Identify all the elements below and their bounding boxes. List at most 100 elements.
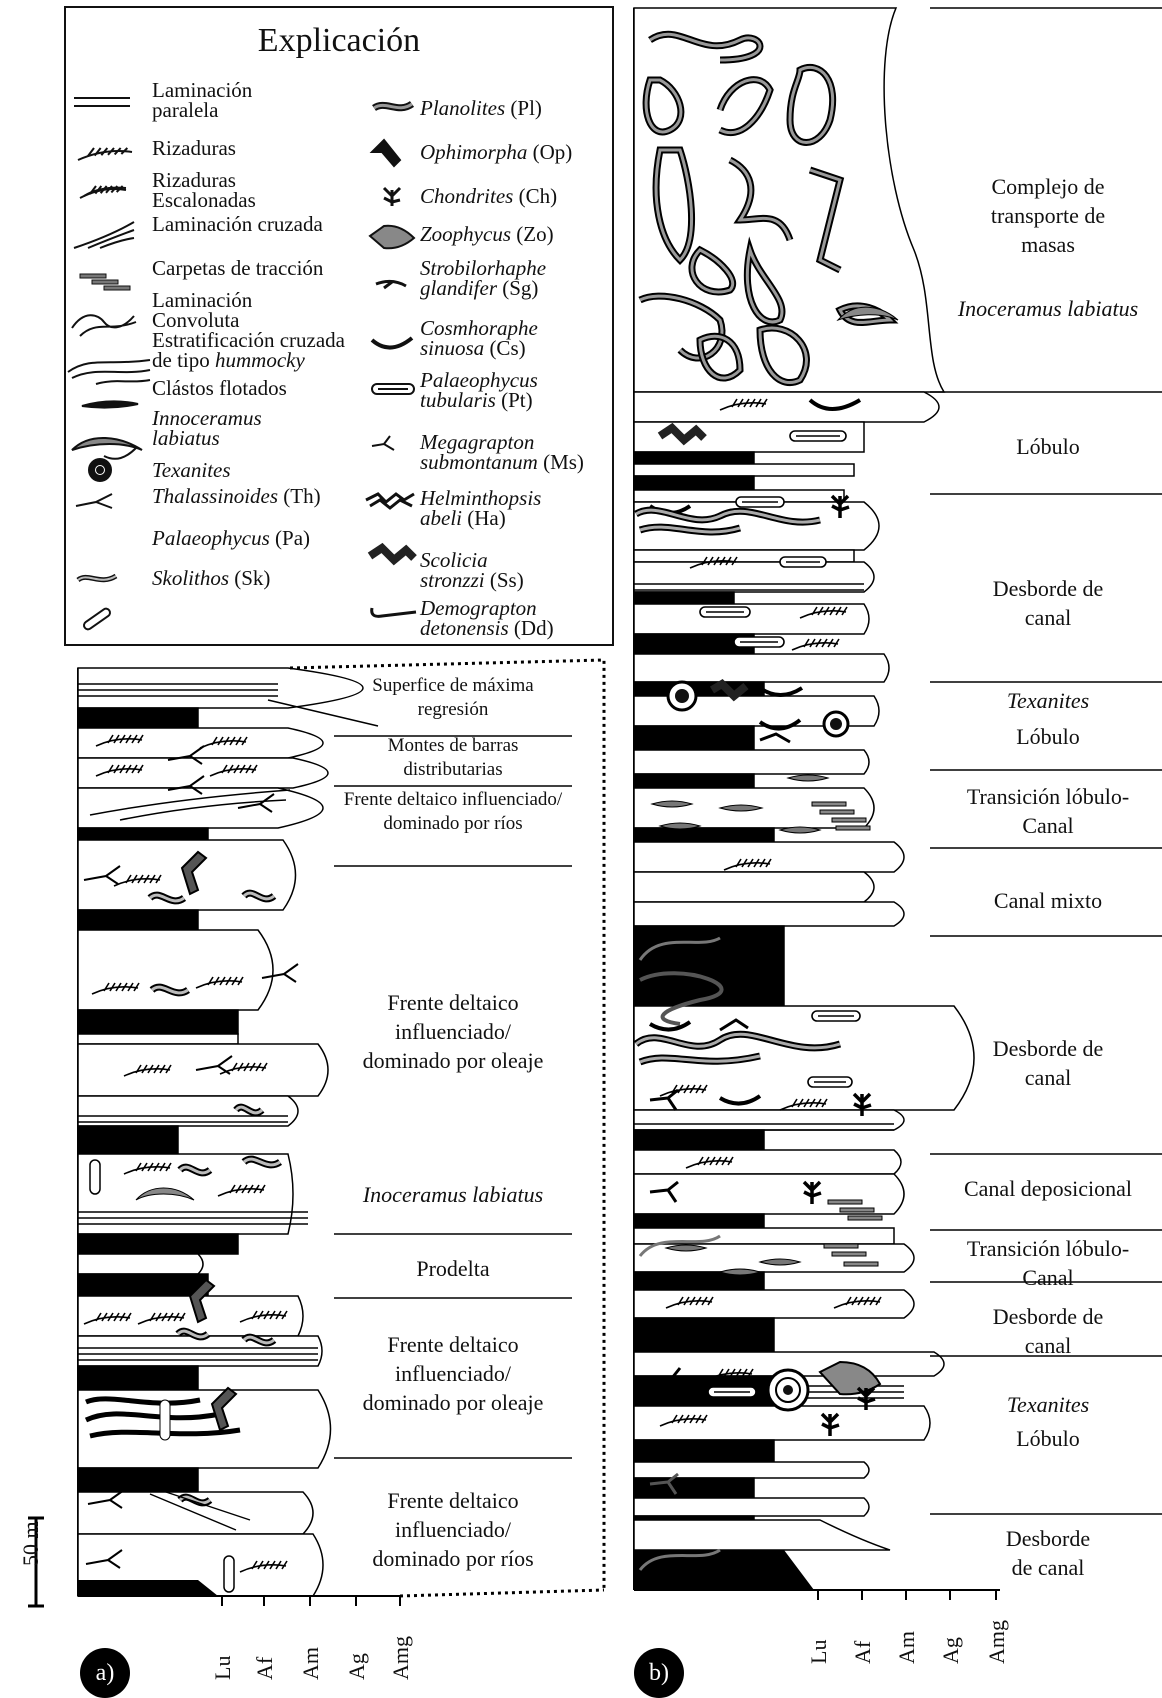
zone-label: Desborde decanal bbox=[933, 574, 1162, 632]
legend-item-label: Laminación cruzada bbox=[152, 214, 323, 234]
zone-label: Lóbulo bbox=[933, 432, 1162, 461]
legend-trace-label: Strobilorhapheglandifer (Sg) bbox=[420, 258, 546, 298]
panel-b-bed bbox=[634, 726, 754, 750]
panel-a-bed bbox=[78, 758, 328, 788]
panel-b-bed bbox=[634, 1462, 869, 1478]
zone-label: Montes de barrasdistributarias bbox=[323, 734, 583, 782]
panel-b-bed bbox=[634, 592, 734, 604]
legend-item-label: RizadurasEscalonadas bbox=[152, 170, 256, 210]
grain-size-label: Af bbox=[850, 1641, 876, 1664]
legend-item-label: Texanites bbox=[152, 460, 231, 480]
panel-a-label: a) bbox=[80, 1648, 130, 1698]
grain-size-label: Amg bbox=[388, 1636, 414, 1680]
texanites-fossil bbox=[768, 1370, 808, 1410]
texanites-icon bbox=[89, 459, 111, 481]
zone-label: Prodelta bbox=[323, 1254, 583, 1283]
panel-a-basal-mudstone bbox=[78, 1580, 218, 1596]
grain-size-label: Amg bbox=[984, 1620, 1010, 1664]
zone-label: Complejo detransporte demasas bbox=[933, 172, 1162, 259]
floating-clast bbox=[788, 775, 828, 781]
zone-label: Transición lóbulo-Canal bbox=[933, 782, 1162, 840]
grain-size-label: Af bbox=[252, 1657, 278, 1680]
legend-item-label: Estratificación cruzadade tipo hummocky bbox=[152, 330, 345, 370]
ripples-icon bbox=[78, 148, 132, 160]
zone-label: Lóbulo bbox=[933, 1424, 1162, 1453]
panel-a-bed bbox=[78, 1336, 322, 1366]
texanites-fossil bbox=[824, 712, 848, 736]
panel-a-bed bbox=[78, 708, 198, 728]
grain-size-label: Lu bbox=[210, 1656, 236, 1680]
panel-b-bed bbox=[634, 1498, 869, 1516]
cosmhoraphe-icon bbox=[372, 338, 412, 348]
zone-label: Frente deltaico influenciado/dominado po… bbox=[323, 788, 583, 836]
legend-item-label: Clástos flotados bbox=[152, 378, 287, 398]
strobilorhaphe-icon bbox=[376, 281, 406, 288]
grain-size-label: Lu bbox=[806, 1640, 832, 1664]
inoceramus-icon bbox=[104, 448, 136, 459]
cross-lamination-icon bbox=[74, 222, 134, 248]
scale-bar-label: 50 m bbox=[18, 1521, 44, 1566]
grain-size-label: Ag bbox=[938, 1637, 964, 1664]
legend-trace-label: Zoophycus (Zo) bbox=[420, 224, 554, 244]
legend-trace-label: Megagraptonsubmontanum (Ms) bbox=[420, 432, 584, 472]
panel-b-label: b) bbox=[634, 1648, 684, 1698]
skolithos-trace bbox=[90, 1160, 100, 1194]
cosmhoraphe-trace bbox=[760, 688, 802, 695]
zone-label: Inoceramus labiatus bbox=[323, 1180, 583, 1209]
panel-b-bed bbox=[634, 392, 939, 422]
panel-b-bed bbox=[634, 1130, 764, 1150]
panel-a-bed bbox=[78, 1274, 208, 1296]
panel-b-bed bbox=[634, 562, 874, 592]
panel-b-bed bbox=[634, 926, 784, 1006]
panel-b-bed bbox=[634, 452, 754, 464]
zone-label: Desborde decanal bbox=[933, 1034, 1162, 1092]
panel-b-bed bbox=[634, 654, 889, 682]
zone-label: Desbordede canal bbox=[933, 1524, 1162, 1582]
zone-label: Lóbulo bbox=[933, 722, 1162, 751]
skolithos-trace bbox=[224, 1556, 234, 1592]
zone-label: Frente deltaicoinfluenciado/dominado por… bbox=[323, 1330, 583, 1417]
chondrites-icon bbox=[384, 188, 400, 206]
panel-b-bed bbox=[634, 902, 904, 926]
panel-b-bed bbox=[634, 750, 869, 774]
floating-clast-icon bbox=[82, 401, 138, 407]
legend-trace-label: Cosmhoraphesinuosa (Cs) bbox=[420, 318, 538, 358]
scolicia-icon bbox=[370, 548, 414, 560]
skolithos-icon bbox=[82, 607, 111, 631]
panel-a-bed bbox=[78, 668, 363, 708]
grain-size-label: Ag bbox=[344, 1653, 370, 1680]
traction-carpet-icon bbox=[80, 274, 130, 290]
legend-item-label: Innoceramuslabiatus bbox=[152, 408, 262, 448]
zone-label: Canal mixto bbox=[933, 886, 1162, 915]
legend-trace-label: Ophimorpha (Op) bbox=[420, 142, 572, 162]
skolithos-trace bbox=[160, 1400, 170, 1440]
panel-b-bed bbox=[634, 464, 854, 476]
panel-b-bed bbox=[634, 872, 874, 902]
legend-item-label: Laminaciónparalela bbox=[152, 80, 252, 120]
legend-trace-label: Palaeophycustubularis (Pt) bbox=[420, 370, 538, 410]
grain-size-label: Am bbox=[894, 1631, 920, 1664]
panel-b-bed bbox=[634, 1520, 890, 1550]
zone-label: Inoceramus labiatus bbox=[933, 294, 1162, 323]
texanites-fossil bbox=[668, 682, 696, 710]
panel-b-bed bbox=[634, 828, 774, 842]
ophimorpha-icon bbox=[372, 140, 400, 166]
legend-item-label: LaminaciónConvoluta bbox=[152, 290, 252, 330]
panel-b-bed bbox=[634, 1478, 754, 1498]
helminthopsis-trace bbox=[760, 734, 790, 742]
legend-item-label: Thalassinoides (Th) bbox=[152, 486, 321, 506]
panel-b-bed bbox=[634, 774, 754, 788]
panel-a-bed bbox=[78, 910, 198, 930]
zone-label: Canal deposicional bbox=[933, 1174, 1162, 1203]
panel-a-bed bbox=[78, 1468, 198, 1492]
legend-item-label: Palaeophycus (Pa) bbox=[152, 528, 310, 548]
zone-label: Frente deltaicoinfluenciado/dominado por… bbox=[323, 988, 583, 1075]
megagrapton-icon bbox=[372, 436, 394, 450]
zoophycus-icon bbox=[370, 226, 414, 249]
panel-b-bed bbox=[634, 1318, 774, 1352]
legend-item-label: Rizaduras bbox=[152, 138, 236, 158]
zone-label: Texanites bbox=[933, 686, 1162, 715]
legend-trace-label: Helminthopsisabeli (Ha) bbox=[420, 488, 541, 528]
correlation-dotted-line bbox=[400, 1590, 604, 1596]
panel-b-bed bbox=[634, 476, 754, 490]
